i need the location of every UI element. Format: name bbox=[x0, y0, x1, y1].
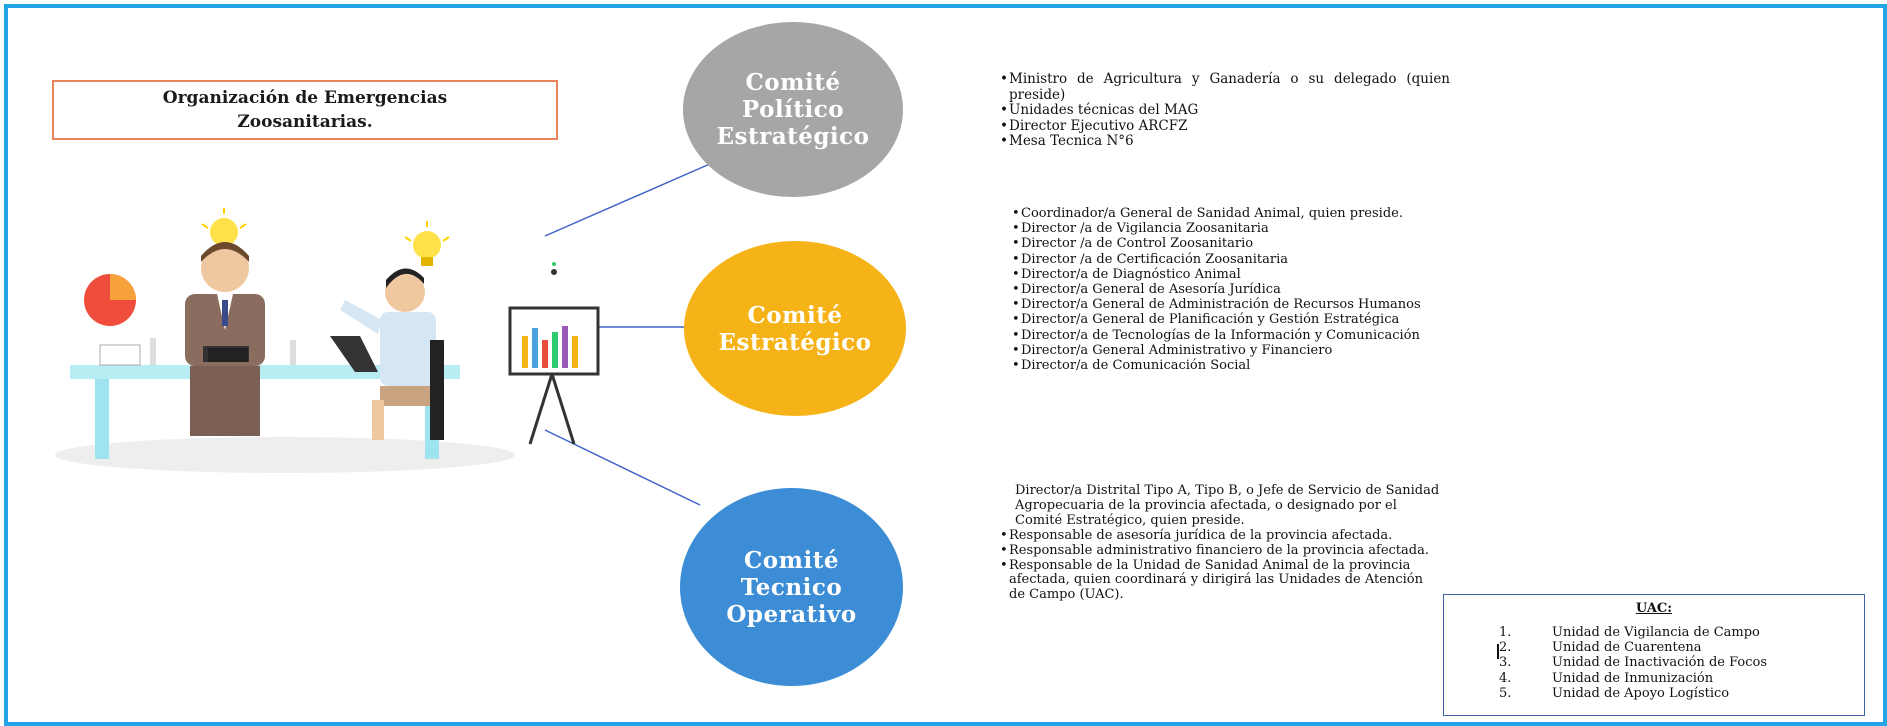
uac-item: 2.Unidad de Cuarentena bbox=[1499, 640, 1702, 656]
page-frame bbox=[4, 4, 1887, 726]
bar-chart-icon bbox=[508, 306, 600, 445]
list-item: Director/a General Administrativo y Fina… bbox=[1012, 343, 1452, 358]
circle-politico-estrategico: Comité Político Estratégico bbox=[683, 22, 903, 197]
list-item: Unidades técnicas del MAG bbox=[1000, 102, 1450, 119]
lightbulb-icon bbox=[404, 221, 450, 266]
uac-title: UAC: bbox=[1635, 601, 1673, 616]
circle-label-estrategico: Comité Estratégico bbox=[718, 301, 872, 356]
circle-label-operativo: Comité Tecnico Operativo bbox=[726, 546, 857, 628]
list-item: Director/a General de Planificación y Ge… bbox=[1012, 312, 1452, 327]
list-operativo: Director/a Distrital Tipo A, Tipo B, o J… bbox=[1000, 483, 1440, 604]
circle-label-politico: Comité Político Estratégico bbox=[716, 69, 870, 150]
uac-box: UAC: 1.Unidad de Vigilancia de Campo 2.U… bbox=[1443, 594, 1865, 716]
list-item: Responsable administrativo financiero de… bbox=[1000, 543, 1440, 559]
list-item: Director /a de Certificación Zoosanitari… bbox=[1012, 252, 1452, 267]
person-left bbox=[185, 242, 265, 436]
text-cursor bbox=[1497, 644, 1499, 659]
uac-list: 1.Unidad de Vigilancia de Campo 2.Unidad… bbox=[1499, 625, 1767, 701]
list-item: Director/a de Diagnóstico Animal bbox=[1012, 267, 1452, 282]
list-item: Mesa Tecnica N°6 bbox=[1000, 133, 1450, 150]
list-item-lead: Director/a Distrital Tipo A, Tipo B, o J… bbox=[1015, 483, 1440, 528]
list-estrategico: Coordinador/a General de Sanidad Animal,… bbox=[1012, 206, 1452, 373]
uac-item: 1.Unidad de Vigilancia de Campo bbox=[1499, 625, 1760, 640]
laptop-icon bbox=[330, 336, 378, 372]
diagram-title: Organización de Emergencias Zoosanitaria… bbox=[162, 88, 448, 132]
person-right bbox=[340, 268, 444, 440]
list-item: Director/a General de Asesoría Jurídica bbox=[1012, 282, 1452, 297]
list-politico: Ministro de Agricultura y Ganadería o su… bbox=[1000, 71, 1450, 150]
small-icon bbox=[551, 262, 557, 275]
list-item: Director /a de Control Zoosanitario bbox=[1012, 236, 1452, 251]
connector-operativo bbox=[544, 429, 701, 506]
floor-shadow bbox=[55, 437, 515, 473]
uac-item: 4.Unidad de Inmunización bbox=[1499, 670, 1714, 686]
connector-politico bbox=[544, 162, 713, 237]
list-item: Coordinador/a General de Sanidad Animal,… bbox=[1012, 206, 1452, 221]
list-item: Director/a General de Administración de … bbox=[1012, 297, 1452, 312]
list-item: Director /a de Vigilancia Zoosanitaria bbox=[1012, 221, 1452, 236]
list-item: Director Ejecutivo ARCFZ bbox=[1000, 118, 1450, 135]
diagram-title-box: Organización de Emergencias Zoosanitaria… bbox=[52, 80, 558, 140]
uac-item: 3.Unidad de Inactivación de Focos bbox=[1499, 655, 1768, 671]
list-item: Responsable de la Unidad de Sanidad Anim… bbox=[1000, 558, 1440, 604]
list-item: Director/a de Tecnologías de la Informac… bbox=[1012, 328, 1452, 343]
pie-chart-icon bbox=[84, 274, 136, 326]
uac-item: 5.Unidad de Apoyo Logístico bbox=[1499, 685, 1730, 701]
circle-estrategico: Comité Estratégico bbox=[684, 241, 906, 416]
list-item: Director/a de Comunicación Social bbox=[1012, 358, 1452, 373]
tablet-icon bbox=[208, 348, 248, 362]
circle-tecnico-operativo: Comité Tecnico Operativo bbox=[680, 488, 903, 686]
list-item: Responsable de asesoría jurídica de la p… bbox=[1000, 528, 1440, 544]
list-item: Ministro de Agricultura y Ganadería o su… bbox=[1000, 71, 1450, 103]
